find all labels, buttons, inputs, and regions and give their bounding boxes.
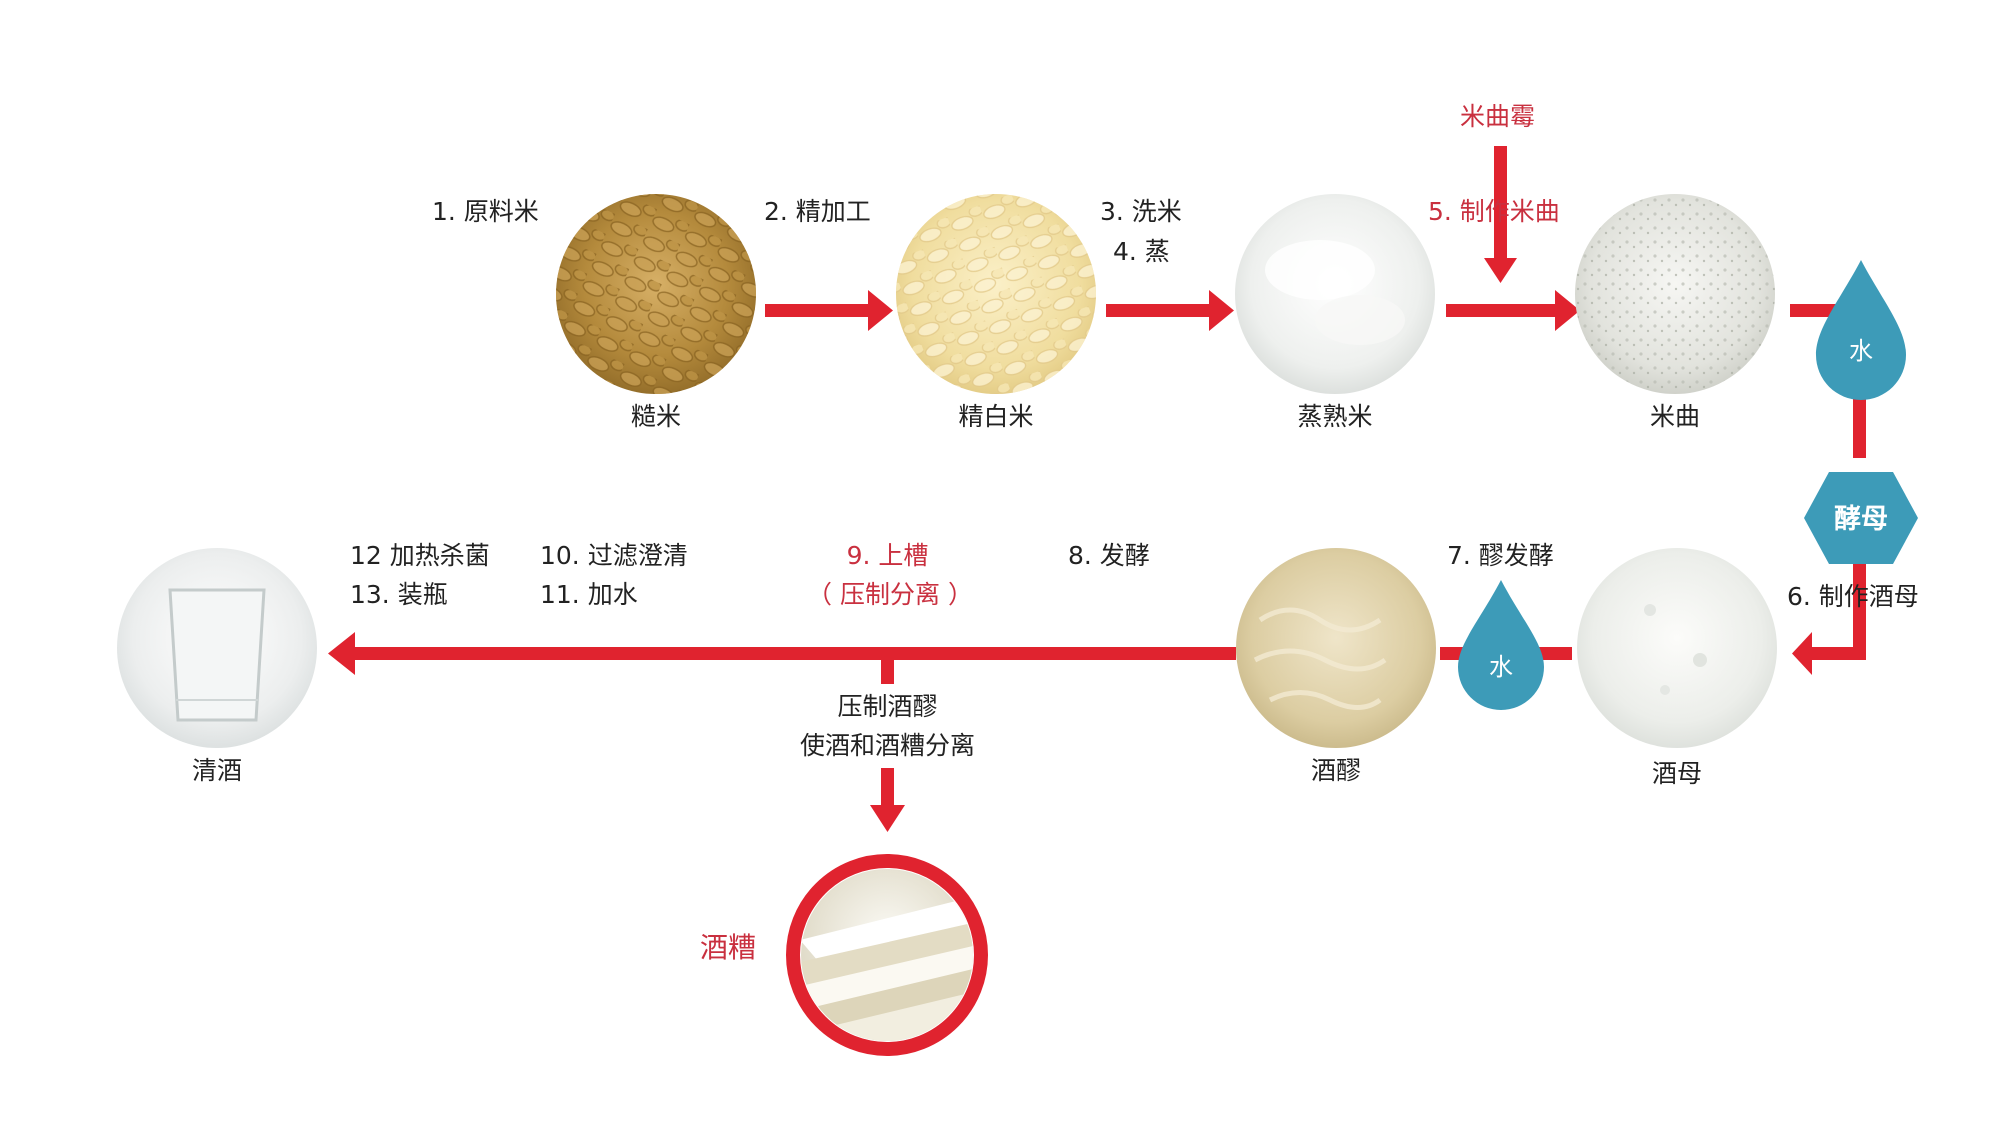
polished-rice-image xyxy=(896,194,1096,394)
step-2-label: 2. 精加工 xyxy=(764,197,871,226)
step-9-note: （ 压制分离 ） xyxy=(807,580,973,609)
step-6-label: 6. 制作酒母 xyxy=(1787,582,1919,611)
sake-label: 清酒 xyxy=(191,756,242,785)
press-note-line1: 压制酒醪 xyxy=(837,692,938,721)
press-note-line2: 使酒和酒糟分离 xyxy=(799,731,975,760)
moromi-label: 酒醪 xyxy=(1310,756,1361,785)
yeast-starter-label: 酒母 xyxy=(1651,759,1702,788)
rice-koji-label: 米曲 xyxy=(1649,402,1700,431)
yeast-hexagon-icon xyxy=(1804,472,1918,564)
water-badge-label: 水 xyxy=(1849,337,1873,365)
steamed-rice-image xyxy=(1235,194,1435,394)
water-drop-icon xyxy=(1816,260,1906,400)
water-badge-label-2: 水 xyxy=(1489,653,1513,681)
step-9-label: 9. 上槽 xyxy=(846,541,929,570)
step-8-label: 8. 发酵 xyxy=(1068,541,1150,570)
step-3-label: 3. 洗米 xyxy=(1100,197,1182,226)
arrows xyxy=(328,146,1866,832)
arrow-press-down xyxy=(870,655,905,832)
step-13-label: 13. 装瓶 xyxy=(350,580,448,609)
arrow-koji-mold-down xyxy=(1484,146,1517,283)
step-1-label: 1. 原料米 xyxy=(432,197,539,226)
step-10-label: 10. 过滤澄清 xyxy=(540,541,688,570)
step-4-label: 4. 蒸 xyxy=(1113,237,1170,266)
sake-glass-image xyxy=(117,548,317,748)
brown-rice-image xyxy=(556,194,756,394)
arrow-polished-to-steamed xyxy=(1106,290,1234,331)
moromi-image xyxy=(1236,548,1436,748)
step-11-label: 11. 加水 xyxy=(540,580,638,609)
water-drop-icon-2 xyxy=(1458,580,1544,710)
brown-rice-label: 糙米 xyxy=(630,402,681,431)
rice-koji-image xyxy=(1575,194,1775,394)
steamed-rice-label: 蒸熟米 xyxy=(1297,402,1373,431)
yeast-starter-image xyxy=(1577,548,1777,748)
yeast-badge-label: 酵母 xyxy=(1834,504,1888,535)
step-7-label: 7. 醪发酵 xyxy=(1447,541,1554,570)
step-12-label: 12 加热杀菌 xyxy=(350,541,490,570)
step-5-label: 5. 制作米曲 xyxy=(1428,197,1560,226)
lees-label: 酒糟 xyxy=(700,931,757,964)
polished-rice-label: 精白米 xyxy=(958,402,1034,431)
koji-mold-label: 米曲霉 xyxy=(1460,102,1536,131)
lees-image xyxy=(786,854,988,1056)
arrow-steamed-to-koji xyxy=(1446,290,1580,331)
arrow-brown-to-polished xyxy=(765,290,893,331)
